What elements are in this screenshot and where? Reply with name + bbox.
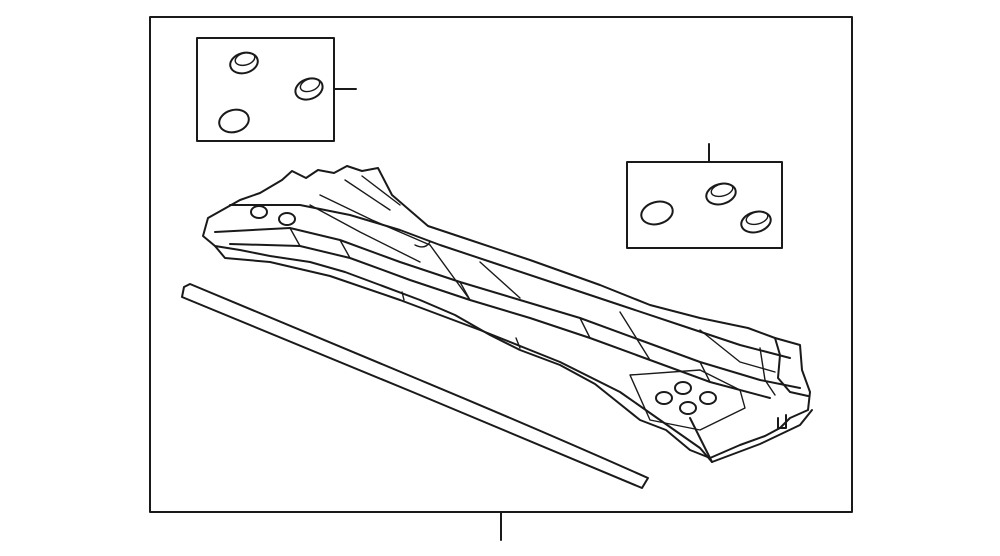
panel-hole [655,391,673,405]
plug-group-right [626,143,783,249]
plug-group-left [196,37,357,142]
panel-hole [699,391,717,405]
dashboard-upper-panel [202,165,813,463]
panel-hole [674,381,692,395]
panel-hole [278,212,296,226]
plug-icon [229,51,259,75]
plug-icon [294,77,324,101]
plug-icon [740,210,772,234]
plug-icon [218,108,250,134]
weatherstrip-seal [181,283,649,489]
panel-hole [679,401,697,415]
panel-hole [250,205,268,219]
plug-box-right [626,161,783,249]
plug-icon [640,200,674,226]
plug-icon [705,182,737,206]
